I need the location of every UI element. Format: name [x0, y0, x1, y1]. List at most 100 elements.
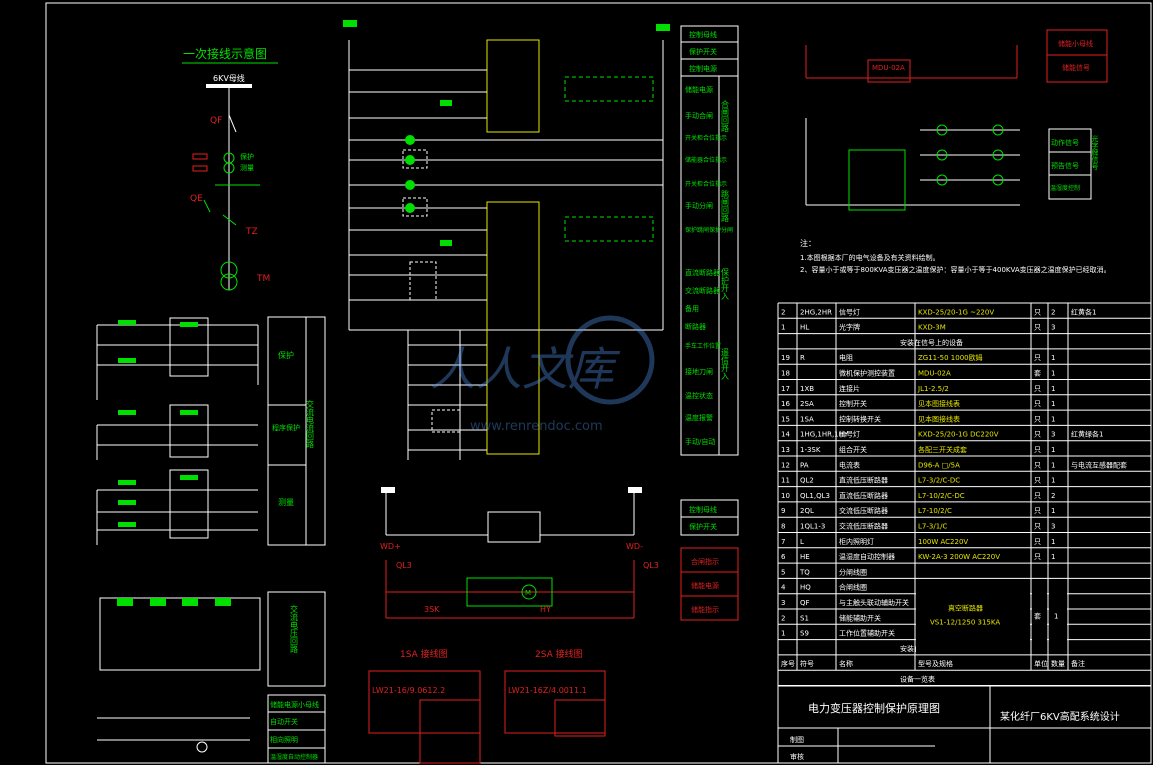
table-cell-sym: QL2: [800, 477, 814, 485]
table-cell-name: 信号灯: [839, 430, 860, 439]
label-protect-input: 保护开入: [721, 267, 730, 300]
table-header-no: 序号: [781, 659, 795, 668]
table-section: 安装在信号上的设备: [900, 338, 963, 347]
label-ac-voltage: 交流电压回路: [290, 604, 299, 653]
label-storage-bus: 储能电源小母线: [270, 700, 319, 709]
table-cell-sym: 1QL1-3: [800, 523, 825, 531]
label-storage-signal: 储能信号: [1062, 63, 1090, 72]
table-cell-unit: 只: [1034, 538, 1041, 546]
table-cell-qty: 1: [1051, 400, 1055, 408]
ql3-label: QL3: [396, 561, 412, 570]
table-cell-unit: 只: [1034, 446, 1041, 454]
note-2: 2、容量小于或等于800KVA变压器之温度保护：容量小于等于400KVA变压器之…: [800, 265, 1111, 274]
label-warning-signal: 预告信号: [1051, 161, 1079, 170]
table-cell-no: 4: [781, 584, 786, 592]
bus-label: 6KV母线: [213, 73, 245, 83]
table-cell-name: 工作位置辅助开关: [839, 629, 895, 638]
table-cell-sym: 1XB: [800, 385, 814, 393]
table-cell-no: 15: [781, 415, 790, 423]
table-cell-spec: 100W AC220V: [918, 538, 968, 546]
table-cell-no: 8: [781, 523, 785, 531]
note-1: 1.本图根据本厂的电气设备及有关资料绘制。: [800, 253, 940, 262]
table-cell-spec: 各配三开关成套: [918, 445, 967, 454]
wd-plus-label: WD+: [380, 542, 401, 551]
watermark: 人人文库 www.renrendoc.com: [430, 315, 655, 434]
breaker-name: 真空断路器: [948, 603, 983, 612]
label-temp-state: 温控状态: [685, 391, 713, 400]
table-cell-no: 17: [781, 385, 790, 393]
ac-voltage-circuit: [99, 597, 261, 671]
table-cell-unit: 只: [1034, 324, 1041, 332]
table-cell-unit: 只: [1034, 523, 1041, 531]
table-cell-no: 12: [781, 461, 790, 469]
watermark-text: 人人文库: [430, 342, 621, 396]
label-protect: 保护: [278, 350, 294, 360]
table-cell-unit: 只: [1034, 461, 1041, 469]
label-lightbox-signal: 光字牌信号: [1091, 134, 1099, 171]
ct-label-measure: 测量: [240, 164, 254, 172]
table-header-qty: 数量: [1051, 659, 1065, 668]
table-cell-name: 信号灯: [839, 307, 860, 316]
motor-label: M: [525, 589, 531, 597]
table-cell-name: 柜内照明灯: [839, 537, 874, 546]
table-cell-spec: KW-2A-3 200W AC220V: [918, 553, 1000, 561]
table-cell-sym: PA: [800, 461, 809, 469]
hy-label: HY: [540, 605, 551, 614]
label-spare: 备用: [685, 304, 699, 313]
qf-label: QF: [210, 116, 222, 126]
ssk-label: 3SK: [424, 605, 440, 614]
table-cell-qty: 3: [1051, 431, 1055, 439]
table-cell-spec: 见本图接线表: [918, 399, 960, 408]
label-protect-trip: 保护跳闸保护分闸: [685, 226, 733, 234]
table-cell-sym: HQ: [800, 584, 811, 592]
label-storage-power: 储能电源: [685, 85, 713, 94]
table-cell-spec: D96-A □/5A: [918, 461, 960, 469]
table-cell-spec: L7-3/1/C: [918, 523, 948, 531]
label-signal-input: 遥信开入: [721, 347, 730, 380]
red-label-box: [680, 547, 739, 621]
table-cell-no: 2: [781, 308, 785, 316]
table-cell-sym: R: [800, 354, 805, 362]
table-cell-name: 分闸线圈: [839, 567, 867, 576]
control-circuit: [348, 39, 664, 543]
busbar: [206, 84, 252, 88]
label-close-indicate-2: 开关柜合位指示: [685, 180, 727, 188]
left-circuit-label-box: [267, 316, 326, 546]
table-cell-unit: 套: [1034, 369, 1041, 378]
label-control-bus: 控制母线: [689, 30, 717, 39]
table-cell-qty: 1: [1051, 446, 1055, 454]
table-footer: 设备一览表: [900, 675, 935, 684]
label-manual-open: 手动分闸: [685, 201, 713, 210]
table-cell-no: 1: [781, 324, 785, 332]
label-temp-alarm: 温度报警: [685, 413, 713, 422]
table-cell-spec: ZG11-50 1000欧姆: [918, 353, 983, 362]
label-close-indicate: 开关柜合位指示: [685, 134, 727, 142]
table-cell-qty: 2: [1051, 308, 1055, 316]
signal-box: [1048, 128, 1092, 200]
label-protect-switch: 保护开关: [689, 47, 717, 56]
table-cell-sym: S9: [800, 630, 809, 638]
label-storage-indicate: 储能器合位指示: [685, 156, 727, 164]
table-cell-sym: HE: [800, 553, 810, 561]
table-cell-name: 控制开关: [839, 399, 867, 408]
table-cell-qty: 2: [1051, 492, 1055, 500]
label-drawn: 制图: [790, 735, 804, 744]
table-cell-unit: 只: [1034, 415, 1041, 423]
table-cell-no: 10: [781, 492, 790, 500]
table-header-sym: 符号: [800, 659, 814, 668]
breaker-model: VS1-12/1250 315KA: [930, 618, 1000, 626]
table-cell-name: 电流表: [839, 460, 860, 469]
table-cell-name: 连接片: [839, 384, 860, 393]
label-auto-switch: 自动开关: [270, 717, 298, 726]
table-cell-no: 18: [781, 370, 790, 378]
notes-title: 注：: [800, 238, 816, 248]
table-cell-unit: 只: [1034, 507, 1041, 515]
breaker-unit: 套: [1034, 611, 1041, 620]
table-cell-qty: 1: [1051, 461, 1055, 469]
table-cell-sym: HL: [800, 324, 809, 332]
table-cell-remark: 红黄绿各1: [1071, 430, 1103, 439]
table-cell-spec: MDU-02A: [918, 370, 951, 378]
table-cell-no: 7: [781, 538, 785, 546]
label-close-loop: 合闸回路: [721, 99, 730, 132]
label-ac-breaker: 交流断路器: [685, 286, 720, 295]
